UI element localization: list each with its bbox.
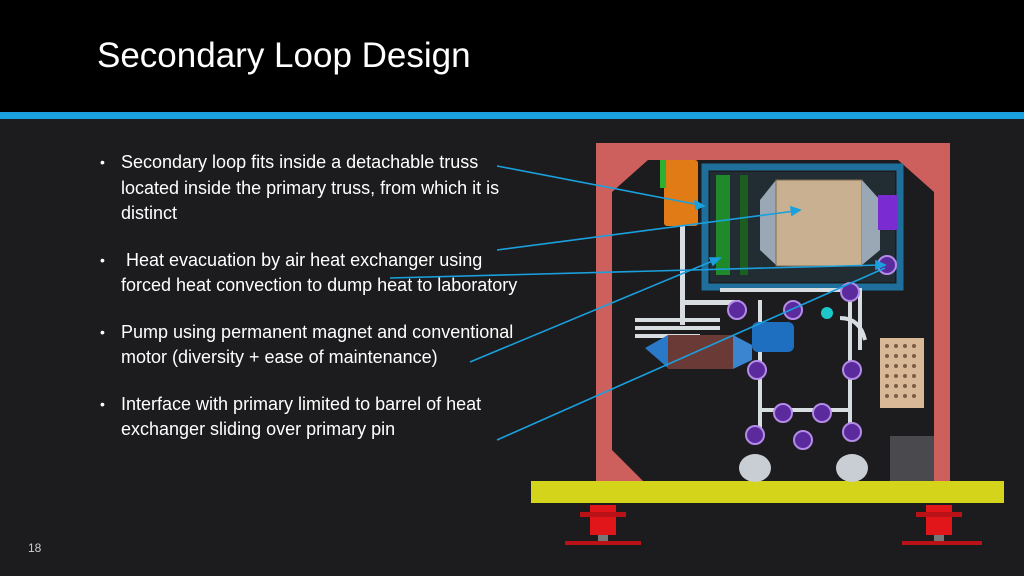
bullet-item: • Pump using permanent magnet and conven… [100, 320, 530, 371]
slide-title: Secondary Loop Design [97, 36, 471, 75]
sensor-node [821, 307, 833, 319]
bottom-tanks [739, 454, 868, 482]
header-accent-rule [0, 112, 1024, 119]
bullet-list: • Secondary loop fits inside a detachabl… [100, 150, 530, 464]
slide-header [0, 0, 1024, 112]
bullet-item: • Interface with primary limited to barr… [100, 392, 530, 443]
bullet-text: Pump using permanent magnet and conventi… [121, 321, 514, 368]
bullet-item: • Secondary loop fits inside a detachabl… [100, 150, 530, 227]
bullet-text: Secondary loop fits inside a detachable … [121, 152, 500, 223]
heat-exchanger [760, 179, 898, 267]
pump-motor [645, 322, 794, 369]
bullet-dot-icon: • [100, 395, 105, 412]
valves [727, 255, 897, 450]
bullet-dot-icon: • [100, 323, 105, 340]
expansion-tank [664, 160, 698, 226]
base-plate [531, 481, 1004, 503]
page-number: 18 [28, 541, 42, 555]
bullet-dot-icon: • [100, 251, 105, 268]
green-column [716, 175, 730, 275]
primary-truss [596, 143, 950, 483]
perforated-panel [880, 338, 924, 408]
bullet-text: Heat evacuation by air heat exchanger us… [121, 249, 518, 296]
bullet-item: • Heat evacuation by air heat exchanger … [100, 248, 530, 299]
secondary-truss [701, 163, 904, 291]
piping-coil [635, 288, 867, 440]
bullet-dot-icon: • [100, 154, 105, 170]
bullet-text: Interface with primary limited to barrel… [121, 393, 482, 440]
electrical-box [890, 436, 934, 481]
support-feet [565, 505, 982, 545]
